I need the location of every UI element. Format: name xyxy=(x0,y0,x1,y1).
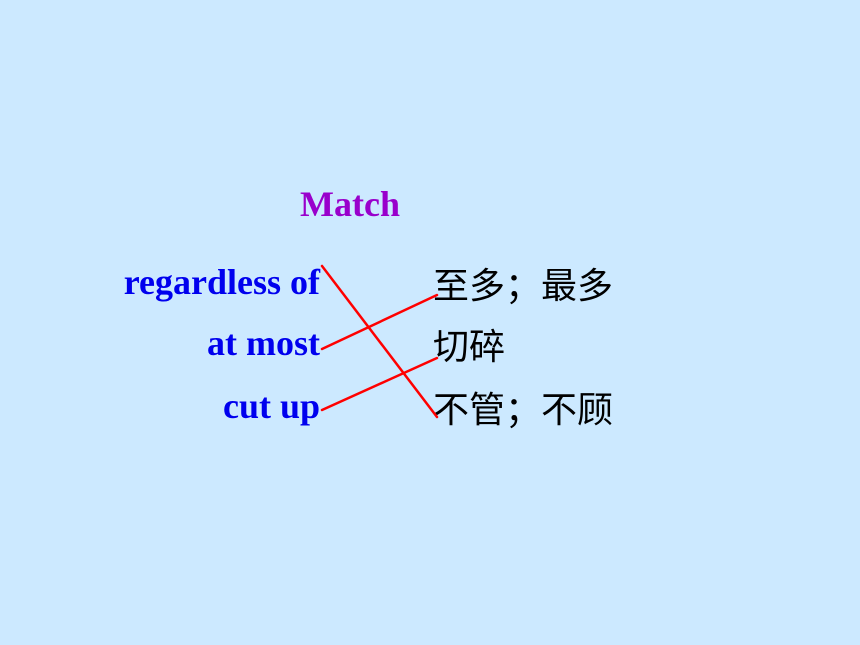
match-line-2-to-1 xyxy=(320,356,439,412)
slide-title: Match xyxy=(300,184,400,224)
match-line-0-to-2 xyxy=(320,264,439,419)
match-line-1-to-0 xyxy=(320,293,439,351)
english-phrase-cut-up: cut up xyxy=(222,386,320,426)
english-phrase-regardless-of: regardless of xyxy=(123,262,320,302)
chinese-meaning-at-most: 至多；最多 xyxy=(433,266,614,307)
chinese-meaning-regardless: 不管；不顾 xyxy=(433,390,614,431)
english-phrase-at-most: at most xyxy=(207,323,320,363)
chinese-meaning-cut-up: 切碎 xyxy=(433,327,506,368)
